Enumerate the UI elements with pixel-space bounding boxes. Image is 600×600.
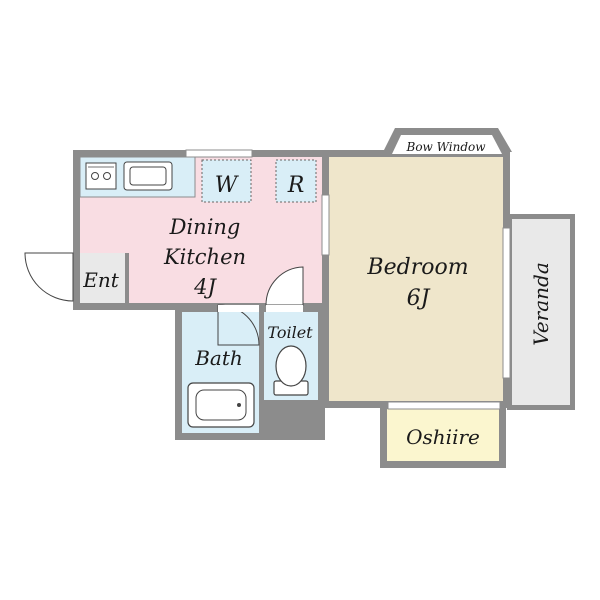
bedroom-size: 6J [407,286,431,311]
bedroom-floor [329,157,503,401]
veranda-label: Veranda [529,262,553,346]
entrance-floor [80,253,127,303]
bedroom-label: Bedroom [366,255,468,280]
dining-kitchen-label-line2: Kitchen [163,245,246,269]
fridge-space: R [275,159,317,203]
bow-window-label: Bow Window [406,140,487,154]
sink-icon [123,161,173,191]
oshiire-label: Oshiire [406,425,480,449]
toilet-label: Toilet [267,323,313,342]
washer-label: W [215,173,240,198]
toilet-door [265,266,304,306]
doors [24,252,304,346]
dining-kitchen-label-line1: Dining [169,215,241,239]
stove-icon [85,162,117,190]
bow-window [392,135,502,154]
toilet-icon [273,345,309,396]
oshiire-floor [387,409,499,461]
washer-space: W [201,159,252,203]
fridge-label: R [287,173,305,198]
veranda [507,214,575,410]
windows [185,149,511,410]
entrance-label: Ent [82,268,119,292]
bath-label: Bath [194,346,243,370]
dining-kitchen-size: 4J [193,275,217,299]
kitchen-counter [79,156,196,198]
entrance-door [24,252,74,302]
bathtub-icon [187,382,255,428]
